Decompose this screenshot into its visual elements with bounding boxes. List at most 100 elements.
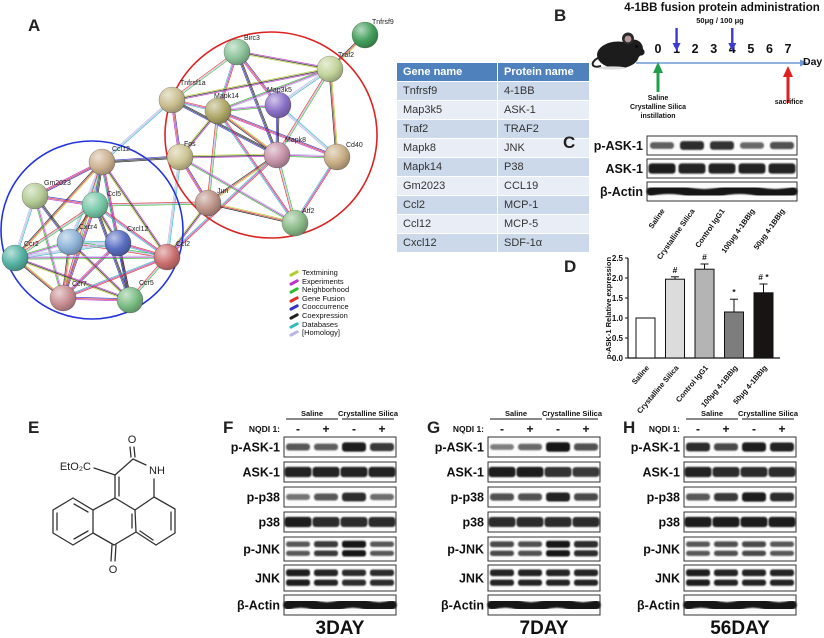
blot-band <box>546 442 570 452</box>
network-edge <box>207 110 219 204</box>
ring-top-bonds <box>114 458 155 511</box>
blot-band <box>546 569 570 577</box>
blot-box <box>283 436 397 458</box>
blot-row-label: β-Actin <box>237 599 280 613</box>
blot-band <box>516 466 544 478</box>
x-category-label: Saline <box>630 364 651 387</box>
network-edge <box>208 201 296 223</box>
nqdi-sign: - <box>696 422 700 436</box>
network-edge <box>330 68 339 157</box>
table-cell: Gm2023 <box>396 176 498 196</box>
blot-band <box>710 141 734 150</box>
blot-band <box>714 579 738 586</box>
network-node-ccl5 <box>81 191 109 219</box>
network-edge <box>62 255 167 298</box>
blot-band <box>770 442 794 452</box>
network-edge <box>293 156 337 223</box>
nqdi-sign: + <box>378 422 385 436</box>
blot-band <box>544 467 572 477</box>
blot-band <box>518 493 542 501</box>
blot-band <box>490 444 514 450</box>
blot-band <box>342 540 366 548</box>
timeline-day-3: 3 <box>710 42 717 56</box>
blot-band <box>546 540 570 548</box>
network-node-label: Map3k5 <box>267 87 292 94</box>
blot-band <box>714 443 738 451</box>
network-edge <box>171 68 331 101</box>
nqdi-sign: - <box>500 422 504 436</box>
group-label-silica: Crystalline Silica <box>338 409 399 418</box>
legend-item: [Homology] <box>288 329 349 338</box>
day-label: 56DAY <box>710 618 770 638</box>
panel-a-label: A <box>28 16 41 35</box>
blot-band <box>742 442 766 452</box>
network-node-ccl2 <box>153 243 181 271</box>
blot-box <box>683 536 797 562</box>
timeline-day-0: 0 <box>655 42 662 56</box>
blot-row-label: p-JNK <box>243 543 280 557</box>
group-label-saline: Saline <box>301 409 323 418</box>
network-edge <box>295 157 339 224</box>
blot-row-label: p-p38 <box>647 491 680 505</box>
table-cell: SDF-1α <box>497 233 590 253</box>
blot-box <box>283 461 397 483</box>
network-node-label: Cxcr4 <box>79 224 97 231</box>
network-edge <box>61 161 102 298</box>
blot-box <box>487 486 601 508</box>
blot-band <box>488 516 516 528</box>
table-cell: ASK-1 <box>497 100 590 120</box>
network-edge <box>167 157 182 258</box>
blot-band <box>286 494 310 500</box>
network-node-label: Ccl12 <box>112 146 130 153</box>
network-node-map3k5 <box>264 91 292 119</box>
network-node-cxcr4 <box>56 228 84 256</box>
blot-band <box>742 550 766 557</box>
panel-b-label: B <box>554 6 567 25</box>
network-edge <box>14 204 96 259</box>
legend-swatch <box>288 312 300 320</box>
blot-band <box>768 516 796 528</box>
blot-band <box>714 541 738 547</box>
timeline-day-6: 6 <box>766 42 773 56</box>
blot-band <box>686 569 710 577</box>
y-tick-label: 1.0 <box>612 314 624 323</box>
legend-label: Neighborhood <box>302 285 350 295</box>
ring-central-bonds <box>92 497 137 546</box>
blot-band <box>286 541 310 547</box>
blot-band-wavy <box>683 598 797 612</box>
network-edge <box>278 103 338 157</box>
blot-band <box>284 516 312 528</box>
network-edge <box>179 157 295 225</box>
network-node-mapk14 <box>204 97 232 125</box>
blot-band <box>686 541 710 547</box>
legend-swatch <box>288 269 300 277</box>
blot-band <box>516 516 544 528</box>
blot-band <box>518 550 542 556</box>
mouse-shadow <box>598 66 626 70</box>
nqdi1-chemical-structure: EtO₂C O NH O <box>52 434 176 576</box>
cluster-circle-blue <box>0 140 184 320</box>
blot-row-label: p-ASK-1 <box>631 441 680 455</box>
network-node-label: Atf2 <box>302 208 315 215</box>
network-edge <box>166 156 181 258</box>
network-edge <box>94 205 167 259</box>
network-edge <box>179 156 296 224</box>
bar-3 <box>694 268 715 359</box>
mouse-tail <box>591 57 602 68</box>
blot-band <box>684 516 712 528</box>
network-edge <box>14 258 130 302</box>
nqdi-label: NQDI 1: <box>249 424 280 434</box>
blot-band <box>740 466 768 478</box>
table-header-cell: Gene name <box>396 62 498 82</box>
network-edges <box>13 33 367 302</box>
network-edge <box>13 161 102 258</box>
instillation-arrow-head <box>653 62 663 73</box>
blot-band <box>488 466 516 478</box>
panel-g-label: G <box>427 418 440 437</box>
network-edge <box>294 156 338 224</box>
